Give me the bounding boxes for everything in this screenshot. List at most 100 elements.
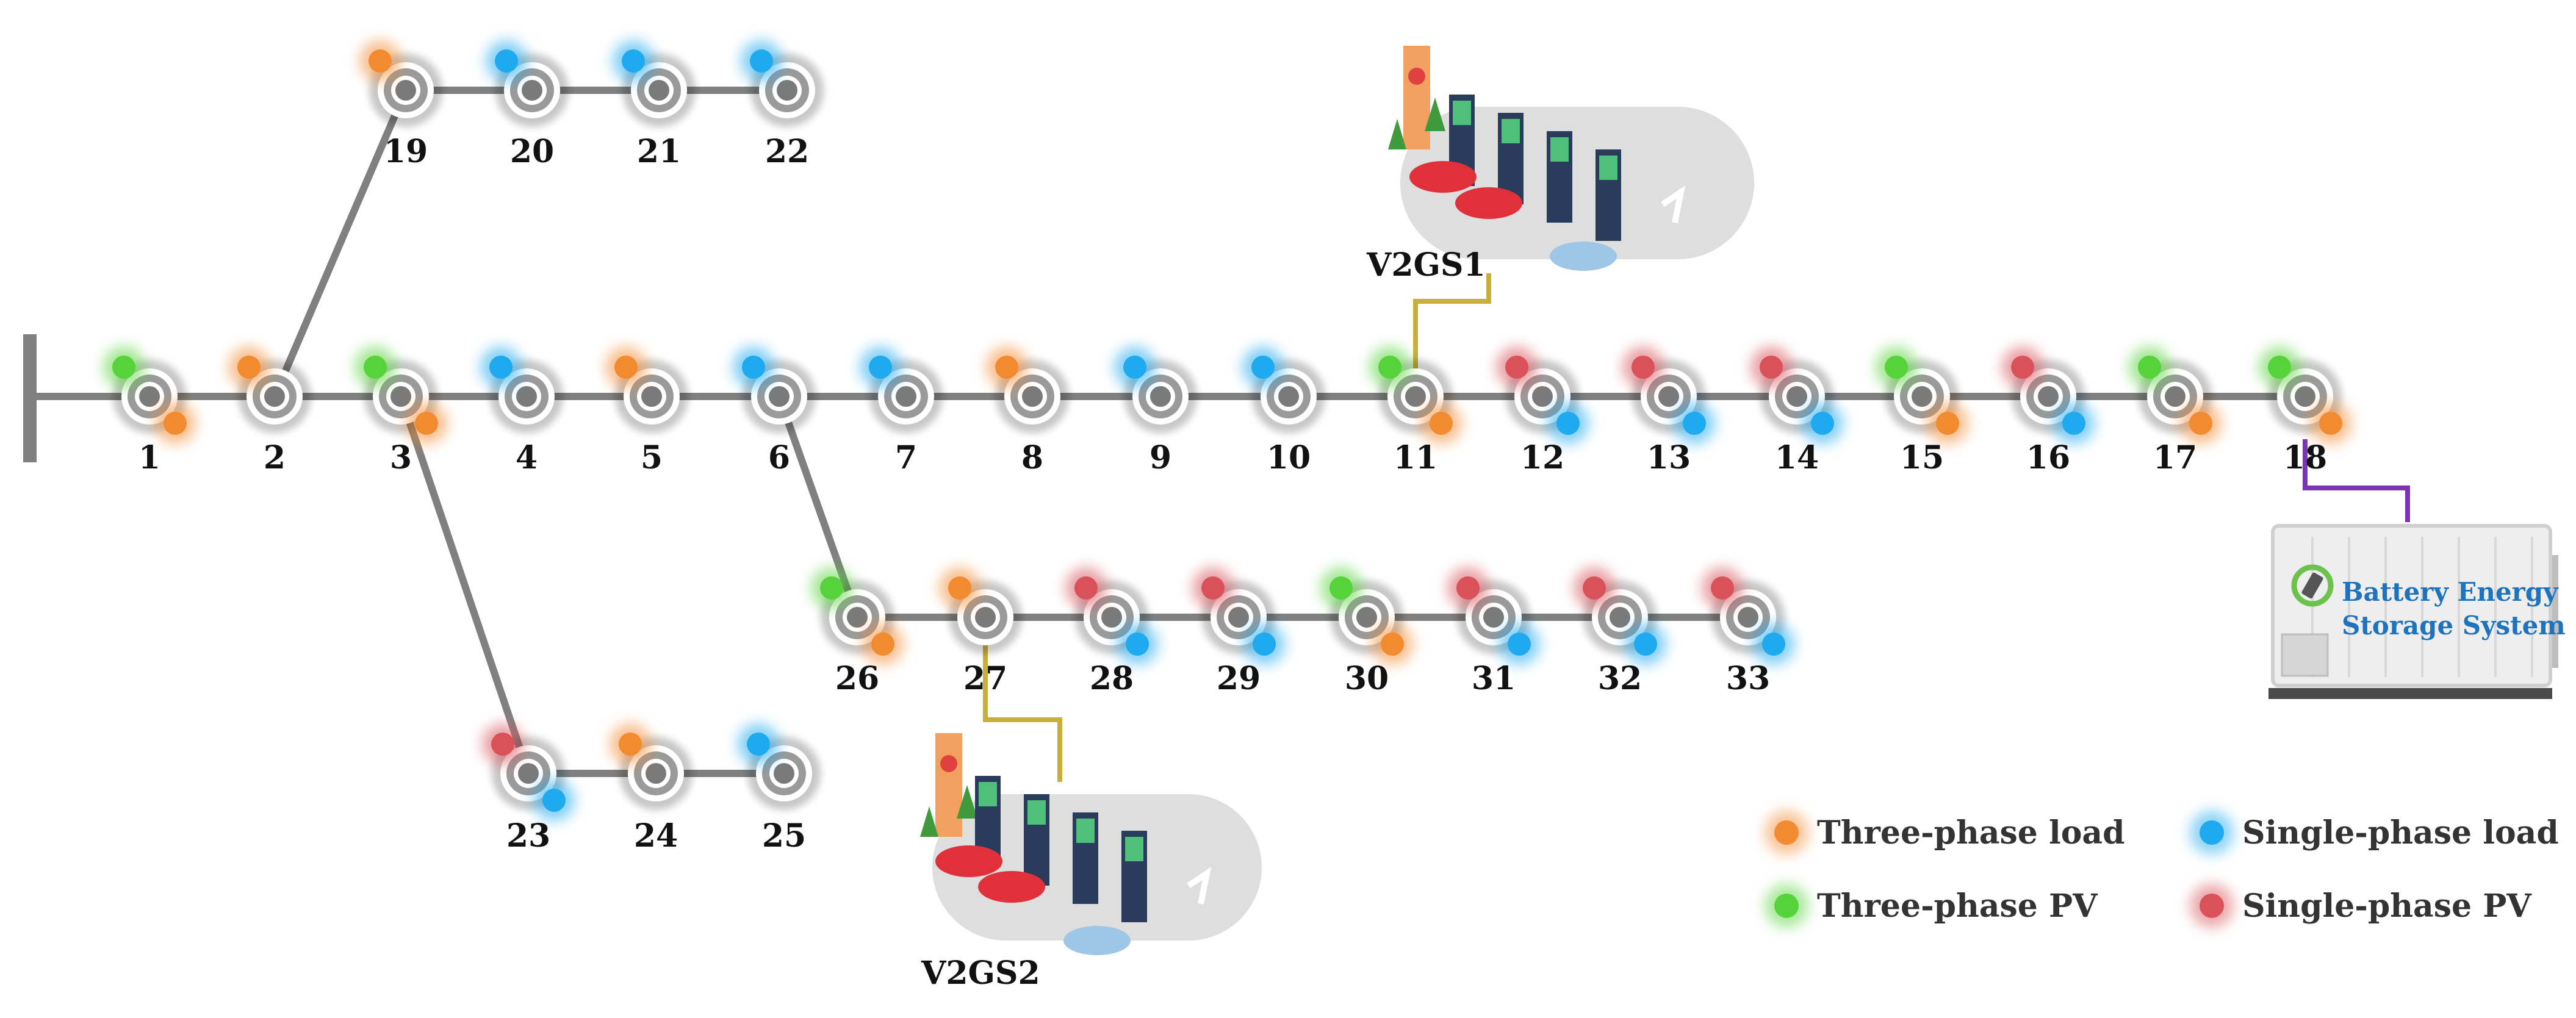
bus-label-5: 5: [641, 439, 663, 476]
bus-core: [847, 607, 868, 628]
bus-27: 27: [939, 567, 1022, 697]
bus-core: [522, 80, 542, 101]
station-links: [983, 273, 2410, 782]
bus-label-25: 25: [762, 817, 806, 855]
bus-22: 22: [741, 40, 824, 170]
single-phase-load-marker: [622, 49, 645, 73]
bus-4: 4: [480, 346, 563, 476]
bus-core: [1738, 607, 1758, 628]
single-phase-load-marker: [750, 49, 773, 73]
single-phase-pv-marker: [491, 733, 514, 756]
single-phase-load-marker: [747, 733, 770, 756]
three-phase-load-marker: [415, 412, 438, 435]
bus-core: [2165, 386, 2186, 407]
three-phase-pv-marker: [820, 576, 843, 600]
three-phase-load-marker: [948, 576, 971, 600]
bus-core: [1610, 607, 1630, 628]
three-phase-pv-marker: [112, 356, 135, 379]
single-phase-load-marker: [489, 356, 513, 379]
legend-label: Single-phase load: [2242, 814, 2559, 851]
bus-core: [1278, 386, 1299, 407]
bess-panel: [2281, 633, 2329, 677]
single-phase-load-marker: [869, 356, 892, 379]
branch-3-23: [397, 393, 532, 777]
bus-label-9: 9: [1149, 439, 1171, 476]
legend-swatch: [2200, 820, 2224, 845]
branch-2-19: [271, 87, 409, 400]
single-phase-load-marker: [1762, 633, 1785, 656]
three-phase-load-marker: [1430, 412, 1453, 435]
bus-core: [516, 386, 537, 407]
bus-core: [1228, 607, 1249, 628]
bus-core: [641, 386, 662, 407]
single-phase-load-marker: [1811, 412, 1834, 435]
bus-21: 21: [613, 40, 696, 170]
single-phase-load-marker: [1683, 412, 1706, 435]
bus-31: 31: [1447, 567, 1540, 697]
bus-29: 29: [1192, 567, 1285, 697]
three-phase-load-marker: [369, 49, 392, 73]
three-phase-load-marker: [2319, 412, 2342, 435]
bus-26: 26: [811, 567, 904, 697]
three-phase-load-marker: [619, 733, 642, 756]
legend-item-single-phase-load: Single-phase load: [2190, 811, 2559, 855]
bus-1: 1: [103, 346, 196, 476]
v2gs2-station: [920, 733, 1262, 955]
bus-core: [264, 386, 285, 407]
bus-core: [1786, 386, 1807, 407]
bus-7: 7: [860, 346, 943, 476]
single-phase-load-marker: [2062, 412, 2085, 435]
bus-label-7: 7: [895, 439, 917, 476]
bus-label-32: 32: [1598, 660, 1642, 697]
bus-label-15: 15: [1900, 439, 1944, 476]
bus-label-13: 13: [1647, 439, 1691, 476]
bus-label-11: 11: [1394, 439, 1437, 476]
legend-swatch: [1774, 820, 1799, 845]
bess-base: [2268, 688, 2552, 699]
single-phase-load-marker: [495, 49, 518, 73]
bus-label-18: 18: [2283, 439, 2327, 476]
bus-3: 3: [354, 346, 447, 476]
bus-core: [1658, 386, 1679, 407]
bus-label-2: 2: [264, 439, 286, 476]
single-phase-load-marker: [1126, 633, 1149, 656]
bus-9: 9: [1114, 346, 1197, 476]
bus-2: 2: [228, 346, 311, 476]
three-phase-load-marker: [614, 356, 638, 379]
bus-core: [395, 80, 416, 101]
bus-14: 14: [1750, 346, 1843, 476]
bus-5: 5: [605, 346, 688, 476]
bus-label-31: 31: [1472, 660, 1516, 697]
bus-label-27: 27: [963, 660, 1007, 697]
bess-label-line1: Battery Energy: [2342, 577, 2559, 607]
bus-core: [1912, 386, 1932, 407]
three-phase-pv-marker: [1378, 356, 1401, 379]
bus-label-17: 17: [2153, 439, 2197, 476]
v2gs1-link: [1413, 273, 1491, 396]
single-phase-load-marker: [1253, 633, 1276, 656]
bus-11: 11: [1369, 346, 1462, 476]
single-phase-pv-marker: [2011, 356, 2034, 379]
bess-unit: Battery Energy Storage System: [2268, 524, 2566, 699]
bus-label-29: 29: [1217, 660, 1261, 697]
single-phase-load-marker: [542, 789, 566, 812]
bus-12: 12: [1496, 346, 1589, 476]
single-phase-load-marker: [1508, 633, 1531, 656]
bus-core: [1405, 386, 1426, 407]
bus-label-4: 4: [516, 439, 538, 476]
single-phase-pv-marker: [1074, 576, 1098, 600]
single-phase-load-marker: [1251, 356, 1275, 379]
battery-recycle-icon: [2291, 564, 2334, 607]
single-phase-load-marker: [1634, 633, 1657, 656]
bus-core: [769, 386, 790, 407]
bus-core: [2295, 386, 2315, 407]
bus-label-10: 10: [1267, 439, 1311, 476]
source-busbar: [23, 334, 37, 462]
bus-core: [649, 80, 669, 101]
single-phase-load-marker: [1556, 412, 1580, 435]
three-phase-load-marker: [164, 412, 187, 435]
bus-24: 24: [610, 723, 693, 855]
three-phase-load-marker: [871, 633, 894, 656]
